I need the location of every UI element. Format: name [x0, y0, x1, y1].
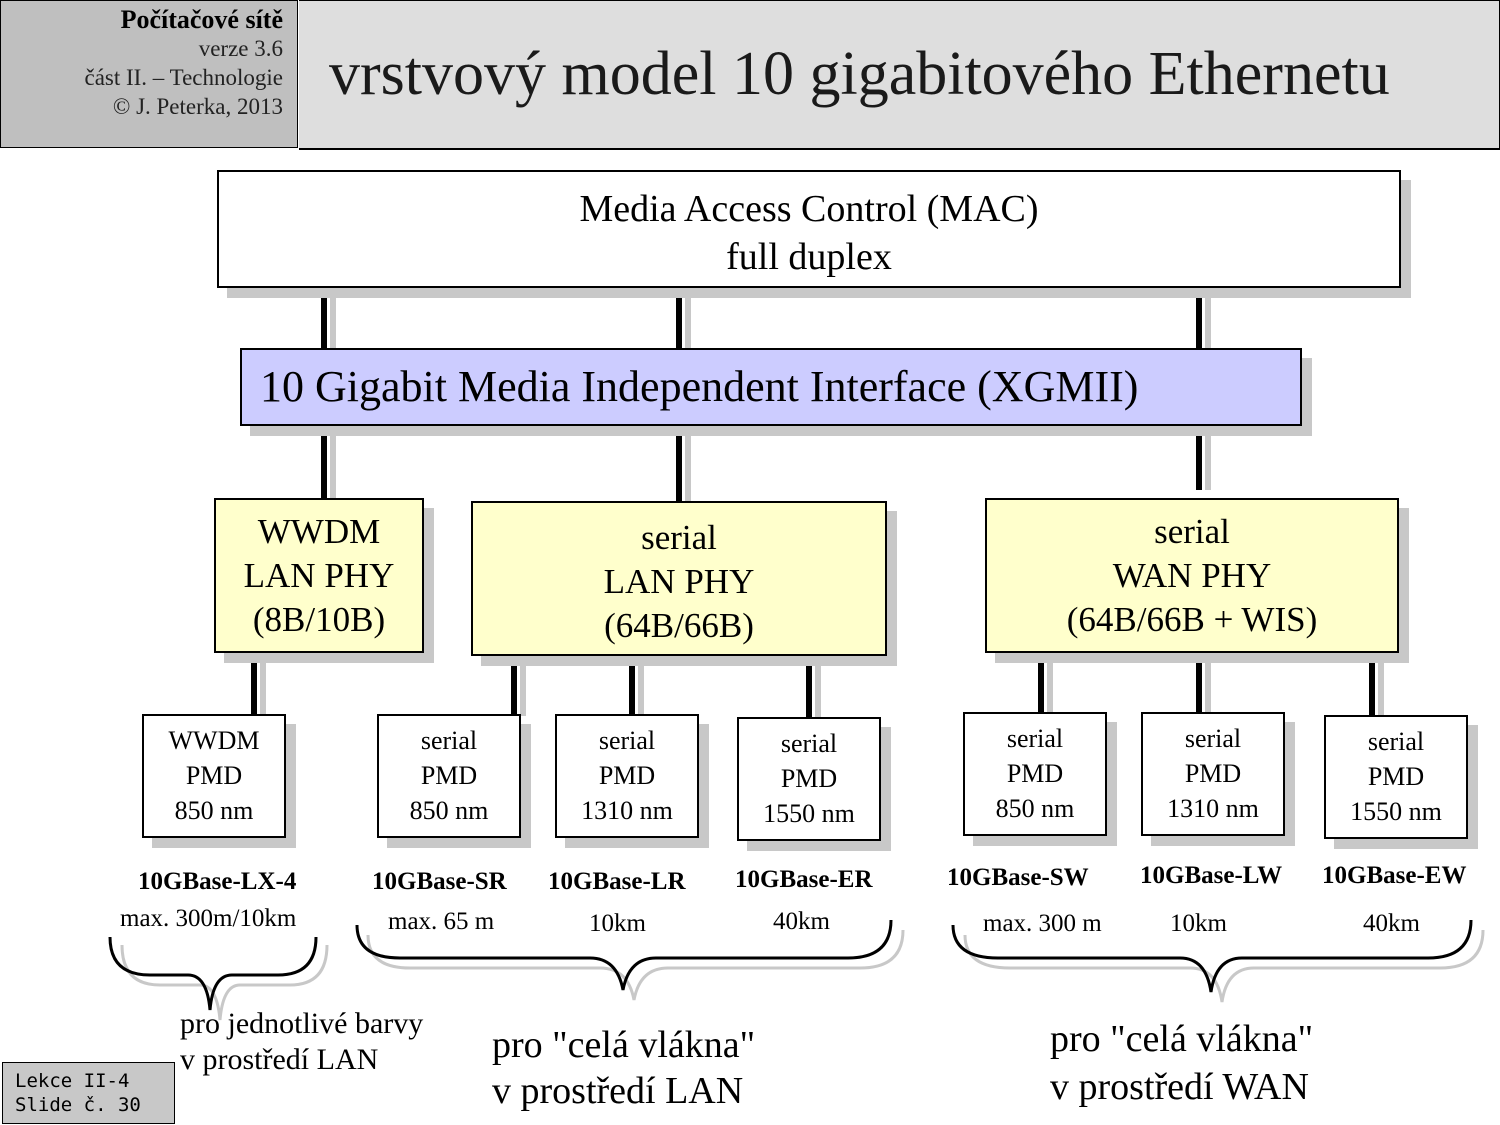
pmd-line: 1550 nm	[1350, 797, 1442, 826]
pmd-line: 850 nm	[995, 794, 1075, 823]
pmd-box: serial PMD 850 nm	[963, 712, 1107, 836]
pmd-line: 1310 nm	[581, 796, 673, 825]
copyright-label: © J. Peterka, 2013	[112, 94, 283, 119]
phy-box-wwdm-lan: WWDM LAN PHY (8B/10B)	[214, 498, 424, 653]
phy-line: (64B/66B)	[604, 606, 754, 645]
pmd-line: PMD	[598, 761, 656, 790]
page-title: vrstvový model 10 gigabitového Ethernetu	[329, 40, 1390, 108]
pmd-line: 1550 nm	[763, 799, 855, 828]
pmd-box: serial PMD 1550 nm	[737, 717, 881, 841]
note-lan: pro "celá vlákna" v prostředí LAN	[492, 1022, 755, 1114]
phy-line: (64B/66B + WIS)	[1066, 600, 1318, 639]
note-line: v prostředí LAN	[180, 1043, 379, 1076]
mac-layer-box: Media Access Control (MAC) full duplex	[217, 170, 1401, 288]
connector-line	[321, 426, 327, 500]
pmd-line: PMD	[1184, 759, 1242, 788]
lecture-slide-tag: Lekce II-4 Slide č. 30	[2, 1062, 175, 1124]
pmd-line: serial	[420, 726, 478, 755]
brace-wan-shadow	[963, 929, 1485, 1003]
pmd-box: serial PMD 1310 nm	[1141, 712, 1285, 836]
brace-wan	[951, 919, 1473, 993]
mac-title: Media Access Control (MAC)	[579, 188, 1039, 230]
pmd-line: serial	[598, 726, 656, 755]
note-line: pro jednotlivé barvy	[180, 1007, 424, 1040]
standard-name: 10GBase-LW	[1140, 862, 1283, 889]
standard-name: 10GBase-SW	[947, 864, 1089, 891]
mac-subtitle: full duplex	[726, 236, 892, 278]
pmd-box: serial PMD 850 nm	[377, 714, 521, 838]
pmd-line: 1310 nm	[1167, 794, 1259, 823]
phy-line: serial	[641, 518, 717, 557]
connector-line	[321, 288, 327, 350]
connector-line	[1369, 652, 1375, 717]
connector-line	[1196, 288, 1202, 350]
course-name: Počítačové sítě	[120, 5, 283, 34]
note-wan: pro "celá vlákna" v prostředí WAN	[1050, 1015, 1313, 1111]
connector-line	[676, 288, 682, 350]
range-label: 40km	[773, 908, 830, 935]
pmd-line: PMD	[780, 764, 838, 793]
pmd-line: PMD	[1367, 762, 1425, 791]
range-label: max. 300m/10km	[120, 905, 297, 932]
version-label: verze 3.6	[198, 36, 283, 61]
note-line: pro "celá vlákna"	[492, 1024, 756, 1066]
pmd-line: serial	[780, 729, 838, 758]
standard-name: 10GBase-EW	[1322, 862, 1467, 889]
pmd-line: serial	[1006, 724, 1064, 753]
brace-wwdm-shadow	[120, 944, 329, 1021]
connector-line	[1038, 652, 1044, 714]
connector-line	[806, 655, 812, 719]
phy-line: WWDM	[257, 512, 381, 551]
range-label: max. 300 m	[983, 910, 1102, 937]
standard-name: 10GBase-SR	[372, 868, 507, 895]
connector-line	[1196, 652, 1202, 714]
pmd-line: 850 nm	[174, 796, 254, 825]
pmd-line: serial	[1367, 727, 1425, 756]
lecture-label: Lekce II-4	[15, 1070, 130, 1092]
note-wwdm: pro jednotlivé barvy v prostředí LAN	[180, 1006, 423, 1078]
brace-lan-shadow	[366, 929, 905, 1001]
pmd-line: PMD	[420, 761, 478, 790]
xgmii-interface-box: 10 Gigabit Media Independent Interface (…	[240, 348, 1302, 426]
phy-line: LAN PHY	[243, 556, 395, 595]
phy-line: serial	[1154, 512, 1230, 551]
phy-line: LAN PHY	[603, 562, 755, 601]
title-bar: vrstvový model 10 gigabitového Ethernetu	[299, 0, 1500, 150]
connector-line	[629, 655, 635, 716]
standard-name: 10GBase-ER	[735, 866, 873, 893]
phy-line: (8B/10B)	[252, 600, 386, 639]
brace-lan	[355, 919, 893, 991]
slide-label: Slide č. 30	[15, 1094, 141, 1116]
note-line: v prostředí LAN	[492, 1070, 744, 1112]
pmd-box: WWDM PMD 850 nm	[142, 714, 286, 838]
pmd-line: serial	[1184, 724, 1242, 753]
note-line: v prostředí WAN	[1050, 1066, 1309, 1108]
connector-line	[511, 655, 517, 716]
phy-box-serial-lan: serial LAN PHY (64B/66B)	[471, 501, 887, 656]
header-info-panel: Počítačové sítě verze 3.6 část II. – Tec…	[0, 0, 298, 148]
standard-name: 10GBase-LX-4	[138, 868, 297, 895]
connector-line	[676, 426, 682, 502]
pmd-line: PMD	[185, 761, 243, 790]
brace-wwdm	[108, 936, 318, 1011]
pmd-line: 850 nm	[409, 796, 489, 825]
connector-line	[1196, 426, 1202, 490]
phy-box-serial-wan: serial WAN PHY (64B/66B + WIS)	[985, 498, 1399, 653]
part-label: část II. – Technologie	[84, 65, 283, 90]
connector-line	[251, 652, 257, 716]
note-line: pro "celá vlákna"	[1050, 1018, 1314, 1060]
pmd-line: PMD	[1006, 759, 1064, 788]
range-label: 40km	[1363, 910, 1420, 937]
standard-name: 10GBase-LR	[548, 868, 686, 895]
range-label: 10km	[1170, 910, 1227, 937]
xgmii-label: 10 Gigabit Media Independent Interface (…	[260, 362, 1139, 411]
range-label: max. 65 m	[388, 908, 495, 935]
pmd-box: serial PMD 1550 nm	[1324, 715, 1468, 839]
pmd-line: WWDM	[168, 726, 260, 755]
phy-line: WAN PHY	[1112, 556, 1272, 595]
range-label: 10km	[589, 910, 646, 937]
pmd-box: serial PMD 1310 nm	[555, 714, 699, 838]
